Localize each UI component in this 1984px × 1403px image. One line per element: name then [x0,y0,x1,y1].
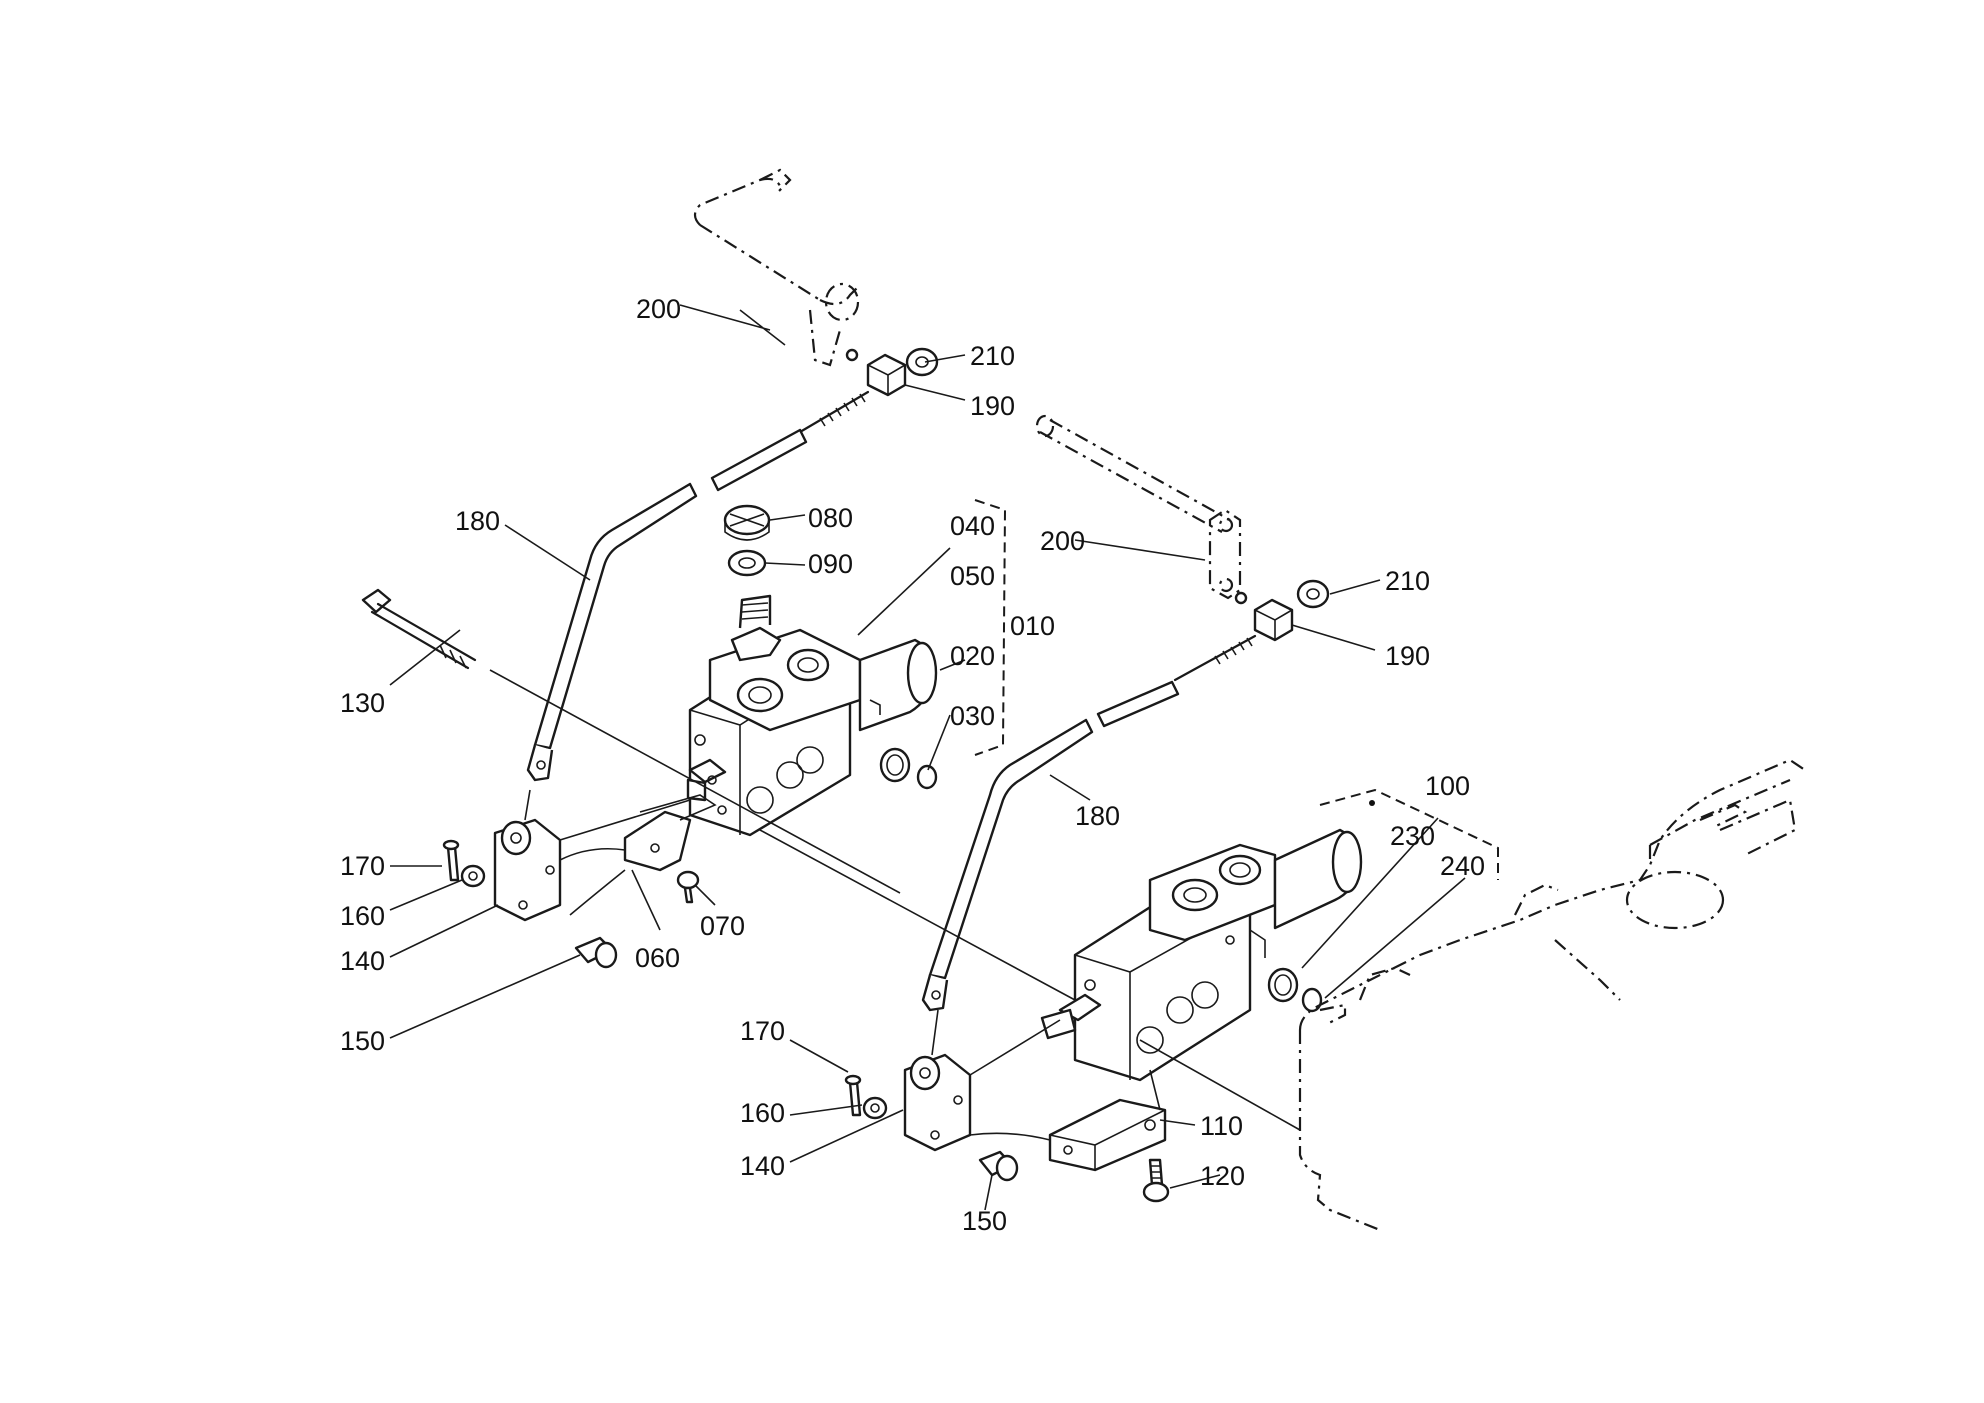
label-240: 240 [1440,851,1485,881]
right-lift-rod-180 [921,718,1094,1012]
label-140-right: 140 [740,1151,785,1181]
label-100: 100 [1425,771,1470,801]
label-170-right: 170 [740,1016,785,1046]
long-bolt-130 [361,588,901,894]
label-160-right: 160 [740,1098,785,1128]
group-bracket-100 [1319,788,1499,880]
right-bracket-110 [969,1098,1167,1172]
right-turnbuckle-190 [1234,591,1294,642]
right-valve-body [1040,828,1363,1082]
label-190-right: 190 [1385,641,1430,671]
right-leader-lines [759,829,1301,1131]
upper-turnbuckle-190 [845,348,907,397]
label-120: 120 [1200,1161,1245,1191]
right-lift-arm-shaft [1035,414,1242,600]
label-200-top: 200 [636,294,681,324]
label-040: 040 [950,511,995,541]
left-orings-020-030 [879,747,938,790]
right-washer-160 [862,1096,888,1120]
label-090: 090 [808,549,853,579]
left-washer-160 [460,864,486,888]
label-050: 050 [950,561,995,591]
left-leader-lines [524,789,691,916]
label-170-left: 170 [340,851,385,881]
label-150-left: 150 [340,1026,385,1056]
label-190-top: 190 [970,391,1015,421]
upper-threaded-rod [710,390,870,492]
label-180-right: 180 [1075,801,1120,831]
left-bracket-060 [559,794,717,872]
label-230: 230 [1390,821,1435,851]
label-140-left: 140 [340,946,385,976]
left-bracket-140 [493,818,562,922]
left-castle-nut-080 [723,504,771,541]
label-180-left: 180 [455,506,500,536]
label-030: 030 [950,701,995,731]
label-110: 110 [1200,1111,1243,1141]
left-screw-070 [676,870,700,904]
left-lift-rod-180 [526,482,698,782]
right-threaded-rod [1096,634,1257,728]
label-130: 130 [340,688,385,718]
label-210-top: 210 [970,341,1015,371]
group-dot-100 [1369,800,1375,806]
label-060: 060 [635,943,680,973]
label-150-right: 150 [962,1206,1007,1236]
upper-lift-arm-shaft [693,168,861,367]
label-010: 010 [1010,611,1055,641]
right-pin-150 [978,1150,1019,1182]
right-nut-210 [1296,579,1330,609]
right-orings-230-240 [1267,967,1323,1013]
group-bracket-010 [974,499,1007,756]
left-washer-090 [727,549,767,577]
tractor-housing [1298,758,1806,1232]
label-210-right: 210 [1385,566,1430,596]
upper-nut-210 [905,347,939,377]
right-bolt-120 [1142,1158,1170,1203]
left-pin-150 [574,936,618,969]
label-160-left: 160 [340,901,385,931]
label-200-right: 200 [1040,526,1085,556]
callout-labels: 200 210 190 180 080 090 040 050 010 020 … [340,294,1485,1236]
callout-leaders [389,304,1466,1211]
label-070: 070 [700,911,745,941]
right-bracket-140 [903,1053,972,1152]
right-pin-170 [844,1074,862,1117]
left-pin-170 [442,839,460,882]
label-080: 080 [808,503,853,533]
left-valve-body [686,594,938,837]
label-020: 020 [950,641,995,671]
